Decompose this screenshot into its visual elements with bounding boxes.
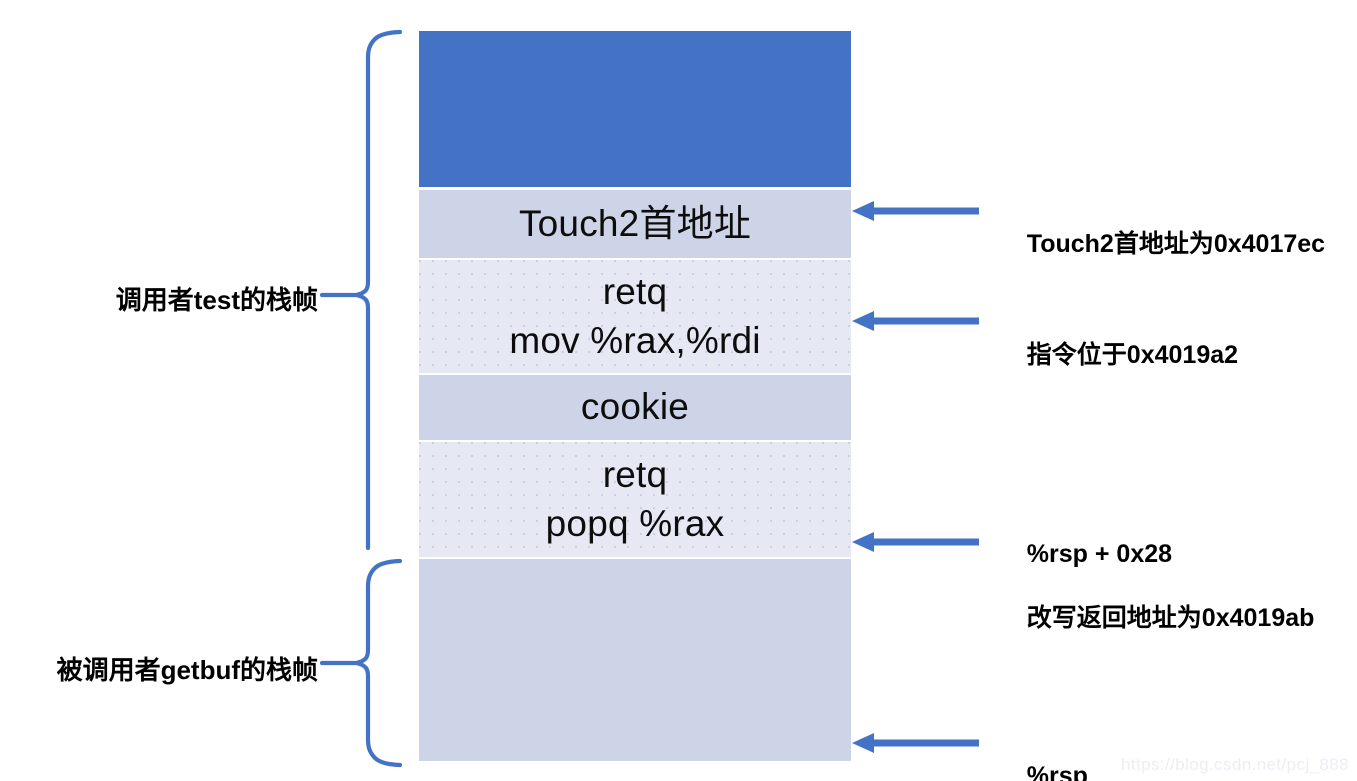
- annotation-instruction-address-line-1: 指令位于0x4019a2: [1026, 341, 1239, 369]
- stack-cell-gadget-mov: retq mov %rax,%rdi: [419, 260, 851, 373]
- stack-cell-touch2-address-line-1: Touch2首地址: [518, 202, 752, 244]
- label-callee-getbuf-frame: 被调用者getbuf的栈帧: [56, 655, 318, 685]
- watermark-text: https://blog.csdn.net/pcj_888: [1120, 755, 1349, 774]
- stack-cell-top-blue: [419, 31, 851, 187]
- arrow-to-rsp-position: [852, 733, 979, 753]
- stack-cell-gadget-mov-line-2: mov %rax,%rdi: [509, 319, 761, 361]
- stack-column: Touch2首地址 retq mov %rax,%rdi cookie retq…: [419, 31, 851, 761]
- arrow-to-touch2-cell: [852, 201, 979, 221]
- stack-frame-braces: [319, 29, 403, 768]
- stack-cell-gadget-popq-line-2: popq %rax: [545, 502, 725, 544]
- label-caller-test-frame: 调用者test的栈帧: [115, 285, 318, 315]
- annotation-rsp-pointer-line-1: %rsp: [1026, 762, 1088, 781]
- stack-cell-cookie: cookie: [419, 375, 851, 440]
- annotation-touch2-address-line-1: Touch2首地址为0x4017ec: [1026, 230, 1326, 258]
- stack-cell-gadget-mov-line-1: retq: [602, 271, 668, 313]
- annotation-instruction-address: 指令位于0x4019a2: [999, 307, 1238, 403]
- brace-caller-test: [353, 29, 403, 551]
- annotation-rsp-offset-line-1: %rsp + 0x28: [1026, 540, 1173, 568]
- stack-cell-cookie-line-1: cookie: [580, 386, 690, 428]
- stack-cell-gadget-popq: retq popq %rax: [419, 442, 851, 557]
- stack-cell-gadget-popq-line-1: retq: [602, 454, 668, 496]
- annotation-rsp-offset-line-2: 改写返回地址为0x4019ab: [1026, 604, 1315, 632]
- brace-callee-getbuf: [353, 558, 403, 768]
- arrow-to-gadget-mov-cell: [852, 311, 979, 331]
- annotation-rsp-offset: %rsp + 0x28 改写返回地址为0x4019ab: [999, 506, 1315, 666]
- stack-cell-buffer: [419, 559, 851, 761]
- arrow-to-gadget-popq-cell: [852, 532, 979, 552]
- annotation-touch2-address: Touch2首地址为0x4017ec: [999, 196, 1325, 292]
- stack-cell-touch2-address: Touch2首地址: [419, 190, 851, 258]
- annotation-rsp-pointer: %rsp: [999, 728, 1088, 781]
